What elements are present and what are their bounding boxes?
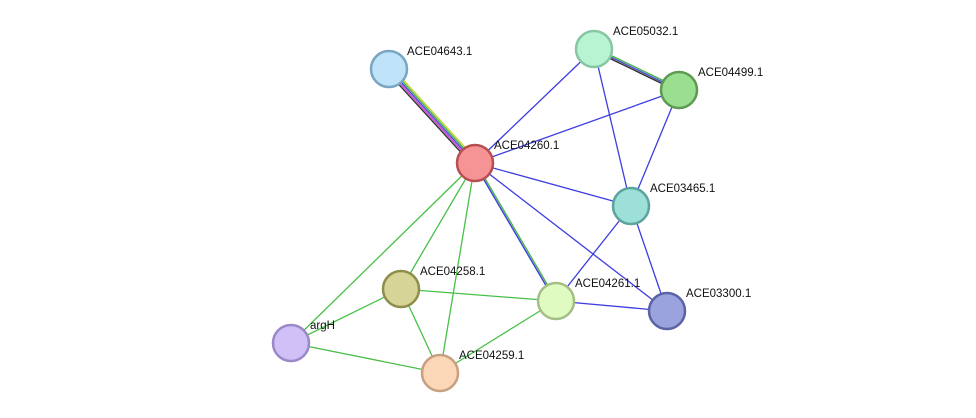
edge-ace05032-1-ace03465-1	[593, 48, 632, 207]
node-argh[interactable]	[271, 323, 311, 363]
edge-ace04260-1-ace04259-1	[439, 162, 476, 374]
node-label-ace04259-1: ACE04259.1	[459, 350, 524, 362]
node-ace04499-1[interactable]	[659, 70, 699, 110]
edge-ace04499-1-ace03465-1	[630, 89, 680, 207]
node-label-ace05032-1: ACE05032.1	[613, 26, 678, 38]
node-label-ace04499-1: ACE04499.1	[698, 67, 763, 79]
node-ace04261-1[interactable]	[536, 281, 576, 321]
node-label-ace04260-1: ACE04260.1	[494, 140, 559, 152]
edge-ace04258-1-ace04261-1	[400, 288, 557, 302]
edge-ace05032-1-ace04260-1	[474, 48, 595, 164]
node-ace03300-1[interactable]	[647, 291, 687, 331]
edge-ace04499-1-ace04260-1	[474, 89, 680, 164]
edge-ace04643-1-ace04260-1	[390, 66, 478, 162]
node-label-ace03465-1: ACE03465.1	[650, 183, 715, 195]
edge-ace04260-1-ace03300-1	[474, 162, 668, 312]
node-ace04260-1[interactable]	[455, 143, 495, 183]
node-label-ace04258-1: ACE04258.1	[420, 266, 485, 278]
edge-argh-ace04259-1	[290, 342, 441, 374]
node-label-ace03300-1: ACE03300.1	[686, 288, 751, 300]
edge-ace04643-1-ace04260-1	[387, 69, 475, 165]
node-layer	[271, 29, 699, 393]
node-ace04258-1[interactable]	[381, 269, 421, 309]
node-label-argh: argH	[310, 320, 335, 332]
edge-ace04259-1-ace04261-1	[439, 300, 557, 374]
edge-ace04260-1-ace04261-1	[475, 162, 558, 301]
node-label-ace04261-1: ACE04261.1	[575, 278, 640, 290]
edge-ace04258-1-argh	[290, 288, 402, 344]
node-ace05032-1[interactable]	[574, 29, 614, 69]
node-ace04643-1[interactable]	[369, 49, 409, 89]
edge-ace04643-1-ace04260-1	[388, 68, 476, 164]
edge-ace04643-1-ace04260-1	[389, 67, 477, 163]
edge-ace04260-1-ace04261-1	[473, 163, 556, 302]
edge-ace04260-1-argh	[290, 162, 476, 344]
node-ace04259-1[interactable]	[420, 353, 460, 393]
label-layer: ACE04643.1 ACE05032.1ACE04499.1ACE04260.1…	[310, 26, 763, 362]
node-label-ace04643-1: ACE04643.1	[407, 46, 472, 58]
node-ace03465-1[interactable]	[611, 186, 651, 226]
edge-ace04260-1-ace03465-1	[474, 162, 632, 207]
edge-ace04260-1-ace04258-1	[400, 162, 476, 290]
edge-ace03465-1-ace04261-1	[555, 205, 632, 302]
edge-ace04643-1-ace04260-1	[386, 70, 474, 166]
